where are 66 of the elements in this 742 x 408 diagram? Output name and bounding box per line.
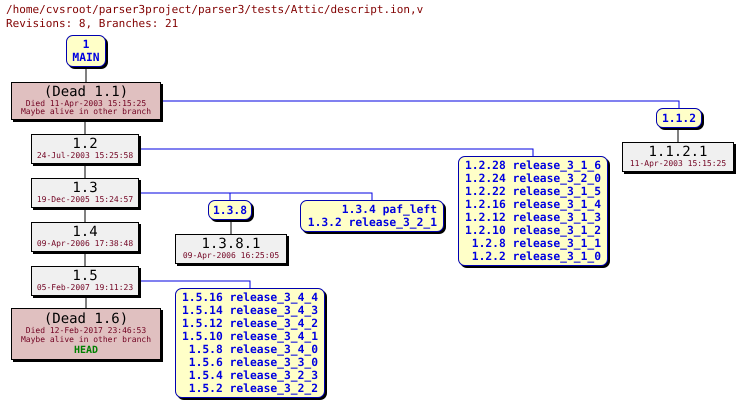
revision-number: 1.1.2.1 — [648, 145, 708, 160]
status-note: Maybe alive in other branch — [20, 336, 152, 345]
connector-line — [138, 192, 372, 200]
tag-label: 1.5.10 release_3_4_1 — [182, 330, 318, 343]
head-label: HEAD — [74, 344, 98, 356]
dead-revision-box — [11, 308, 161, 360]
tag-label: 1.3.4 paf_left — [342, 203, 437, 216]
branch-label: 1.3.8 — [212, 204, 247, 216]
status-note: Maybe alive in other branch — [20, 108, 152, 118]
branch-tag — [656, 108, 702, 128]
revision-number: 1.5 — [72, 269, 98, 284]
connector-line — [84, 120, 86, 134]
tag-label: 1.3.2 release_3_2_1 — [308, 216, 437, 229]
file-path-title: /home/cvsroot/parser3project/parser3/tests/Attic/descript.ion,v — [6, 3, 424, 16]
revision-box — [31, 134, 139, 164]
tag-list-box — [458, 156, 608, 266]
connector-line — [84, 252, 86, 266]
branch-label: 1 — [82, 38, 90, 51]
revision-box — [31, 266, 139, 296]
revision-box — [622, 142, 734, 172]
connector-line — [84, 208, 86, 222]
revision-date: 09-Apr-2006 16:25:05 — [182, 252, 280, 261]
connector-line — [160, 100, 680, 108]
revision-box — [175, 234, 287, 264]
tag-label: 1.2.28 release_3_1_6 — [464, 159, 601, 172]
tag-label: 1.2.10 release_3_1_2 — [464, 224, 601, 237]
tag-label: 1.5.6 release_3_3_0 — [188, 356, 318, 369]
tag-label: 1.2.16 release_3_1_4 — [464, 198, 601, 211]
revision-date: 11-Apr-2003 15:15:25 — [630, 160, 726, 169]
tag-label: 1.5.8 release_3_4_0 — [188, 343, 318, 356]
revision-date: Died 11-Apr-2003 15:15:25 — [26, 100, 146, 108]
revision-number: (Dead 1.6) — [44, 312, 128, 328]
tag-label: 1.2.24 release_3_2_0 — [464, 172, 601, 185]
revision-number: 1.3 — [72, 181, 98, 196]
branch-label: 1.1.2 — [662, 112, 696, 124]
revision-box — [31, 222, 139, 252]
connector-line — [84, 164, 86, 178]
tag-label: 1.5.16 release_3_4_4 — [182, 291, 318, 304]
tag-label: 1.5.12 release_3_4_2 — [182, 317, 318, 330]
revision-date: 05-Feb-2007 19:11:23 — [36, 284, 134, 293]
revision-box — [31, 178, 139, 208]
tag-label: 1.2.8 release_3_1_1 — [472, 237, 601, 250]
revision-date: 09-Apr-2006 17:38:48 — [36, 240, 134, 249]
tag-label: 1.2.2 release_3_1_0 — [472, 250, 601, 263]
tag-label: 1.2.22 release_3_1_5 — [464, 185, 601, 198]
dead-revision-box — [11, 82, 161, 120]
tag-list-box — [175, 288, 325, 398]
revision-number: 1.4 — [72, 225, 98, 240]
connector-line — [138, 148, 534, 156]
revision-date: 24-Jul-2003 15:25:58 — [36, 152, 134, 161]
revision-date: 19-Dec-2005 15:24:57 — [36, 196, 134, 205]
tag-label: 1.5.14 release_3_4_3 — [182, 304, 318, 317]
connector-line — [230, 220, 232, 234]
connector-line — [138, 280, 250, 288]
branch-tag — [208, 200, 252, 220]
revision-summary: Revisions: 8, Branches: 21 — [6, 17, 178, 30]
tag-label: 1.2.12 release_3_1_3 — [464, 211, 601, 224]
tag-label: 1.5.4 release_3_2_3 — [188, 369, 318, 382]
branch-label: MAIN — [72, 51, 100, 64]
revision-number: 1.3.8.1 — [201, 237, 260, 252]
branch-tag — [66, 35, 106, 67]
revision-number: (Dead 1.1) — [44, 84, 128, 100]
tag-label: 1.5.2 release_3_2_2 — [188, 382, 318, 395]
revision-date: Died 12-Feb-2017 23:46:53 — [26, 327, 146, 336]
tag-list-box — [300, 200, 444, 232]
revision-number: 1.2 — [72, 137, 98, 152]
